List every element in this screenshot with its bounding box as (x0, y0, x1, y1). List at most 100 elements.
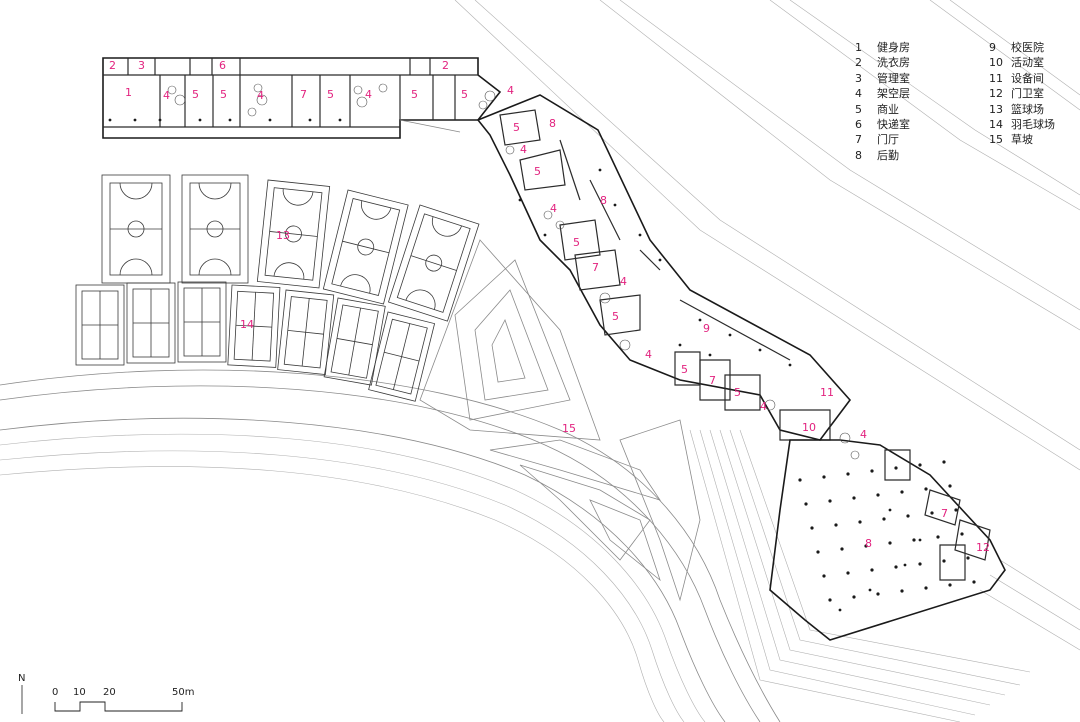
legend-label: 门卫室 (1011, 87, 1044, 101)
plan-label-3: 3 (138, 59, 145, 72)
plan-label-4: 4 (645, 348, 652, 361)
structural-column (894, 565, 898, 569)
plan-label-5: 5 (612, 310, 619, 323)
structural-column (834, 523, 838, 527)
structural-column (942, 559, 946, 563)
structural-column (924, 487, 928, 491)
structural-column (894, 466, 898, 470)
structural-column (788, 363, 792, 367)
structural-column (822, 475, 826, 479)
plan-label-4: 4 (507, 84, 514, 97)
badminton-courts (75, 281, 436, 402)
structural-column (882, 517, 886, 521)
plan-label-5: 5 (573, 236, 580, 249)
structural-column (816, 550, 820, 554)
legend-number: 3 (855, 71, 862, 85)
plan-label-5: 5 (220, 88, 227, 101)
structural-column (846, 571, 850, 575)
structural-column (838, 608, 842, 612)
structural-column (864, 544, 868, 548)
plan-label-5: 5 (461, 88, 468, 101)
plan-label-5: 5 (513, 121, 520, 134)
structural-column (108, 118, 112, 122)
plan-label-5: 5 (534, 165, 541, 178)
legend-number: 6 (855, 117, 862, 131)
road-lines (454, 0, 1080, 651)
structural-column (846, 472, 850, 476)
plan-label-2: 2 (109, 59, 116, 72)
legend-item: 1 健身房 (855, 40, 910, 55)
structural-column (972, 580, 976, 584)
plan-label-4: 4 (550, 202, 557, 215)
structural-column (924, 586, 928, 590)
legend-number: 7 (855, 133, 862, 147)
legend-item: 14 羽毛球场 (989, 117, 1055, 132)
legend-item: 12 门卫室 (989, 86, 1055, 101)
plan-label-9: 9 (703, 322, 710, 335)
structural-column (828, 499, 832, 503)
structural-column (912, 538, 916, 542)
plan-label-5: 5 (411, 88, 418, 101)
structural-column (870, 568, 874, 572)
legend-label: 后勤 (877, 148, 899, 162)
plan-label-4: 4 (365, 88, 372, 101)
plan-label-7: 7 (300, 88, 307, 101)
structural-column (268, 118, 272, 122)
structural-column (638, 233, 642, 237)
column-grid (108, 118, 976, 612)
structural-column (308, 118, 312, 122)
structural-column (903, 563, 907, 567)
legend-label: 校医院 (1011, 41, 1044, 54)
structural-column (728, 333, 732, 337)
legend-label: 门厅 (877, 133, 899, 147)
track-arcs (0, 369, 781, 722)
basketball-courts (101, 174, 480, 322)
legend-label: 篮球场 (1011, 102, 1044, 116)
structural-column (930, 511, 934, 515)
structural-column (966, 556, 970, 560)
plan-label-14: 14 (240, 318, 254, 331)
legend-number: 14 (989, 117, 1003, 131)
structural-column (518, 198, 522, 202)
plan-label-10: 10 (802, 421, 816, 434)
legend-item: 7 门厅 (855, 132, 910, 147)
scale-tick-20: 20 (103, 687, 116, 698)
structural-column (900, 490, 904, 494)
plan-label-7: 7 (709, 374, 716, 387)
structural-column (338, 118, 342, 122)
structural-column (954, 508, 958, 512)
structural-column (758, 348, 762, 352)
structural-column (918, 538, 922, 542)
legend-label: 快递室 (877, 117, 910, 131)
scale-tick-0: 0 (52, 687, 58, 698)
legend-number: 10 (989, 56, 1003, 70)
structural-column (822, 574, 826, 578)
legend-label: 设备间 (1011, 71, 1044, 85)
plan-label-4: 4 (760, 400, 767, 413)
legend-number: 15 (989, 133, 1003, 147)
legend-number: 4 (855, 87, 862, 101)
structural-column (858, 520, 862, 524)
legend-number: 12 (989, 87, 1003, 101)
structural-column (948, 484, 952, 488)
plan-label-5: 5 (734, 386, 741, 399)
structural-column (870, 469, 874, 473)
scale-bar: N 0 10 20 50m (18, 673, 194, 714)
structural-column (613, 203, 617, 207)
structural-column (543, 233, 547, 237)
legend-label: 羽毛球场 (1011, 117, 1055, 131)
legend-item: 4 架空层 (855, 86, 910, 101)
legend-item: 6 快递室 (855, 117, 910, 132)
legend-label: 管理室 (877, 71, 910, 85)
legend-number: 1 (855, 41, 862, 54)
legend-label: 洗衣房 (877, 56, 910, 70)
legend-label: 架空层 (877, 87, 910, 101)
structural-column (906, 514, 910, 518)
legend-label: 健身房 (877, 41, 910, 54)
plan-label-7: 7 (592, 261, 599, 274)
plan-labels: 2 3 6 2 1 4 5 5 4 7 5 4 5 5 4 5 8 4 5 8 … (109, 59, 990, 554)
